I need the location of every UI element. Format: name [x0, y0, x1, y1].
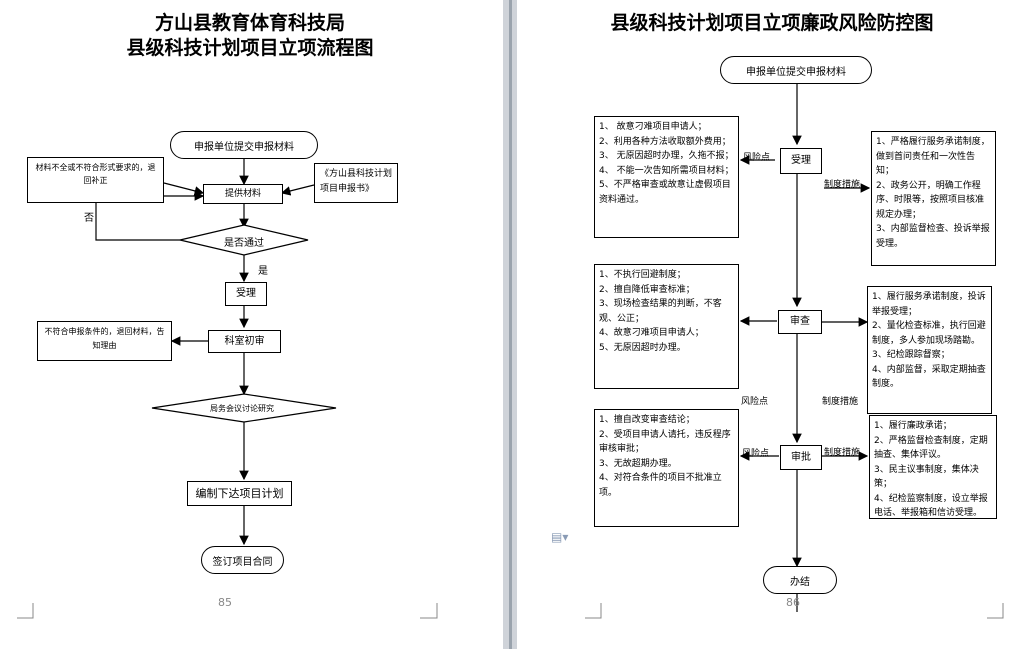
end-oval: 办结	[763, 566, 837, 594]
decision-label: 是否通过	[224, 238, 264, 249]
control-box-accept: 1、严格履行服务承诺制度，做到首问责任和一次性告知； 2、政务公开，明确工作程序…	[871, 131, 996, 266]
page-title: 县级科技计划项目立项廉政风险防控图	[610, 12, 934, 34]
control-label-1: 制度措施	[824, 180, 861, 190]
control-label-2: 制度措施	[822, 397, 859, 407]
control-item: 3、内部监督检查、投诉举报受理。	[876, 224, 990, 249]
meeting-diamond	[151, 393, 337, 423]
control-item: 1、履行服务承诺制度，投诉举报受理；	[872, 292, 986, 317]
risk-label-2: 风险点	[741, 397, 769, 407]
risk-item: 3、无故超期办理。	[599, 458, 677, 469]
risk-connectors	[585, 82, 1004, 619]
control-item: 3、民主议事制度，集体决策；	[874, 464, 979, 490]
compile-box: 编制下达项目计划	[187, 481, 292, 506]
return-note-text: 材料不全或不符合形式要求的，退回补正	[35, 163, 156, 185]
reject-note-text: 不符合申报条件的，退回材料，告知理由	[44, 327, 165, 350]
risk-item: 2、受项目申请人请托，违反程序审核审批；	[599, 429, 731, 455]
page-number: 86	[786, 596, 800, 609]
risk-item: 2、擅自降低审查标准；	[599, 284, 695, 295]
step-approve-box: 审批	[780, 445, 822, 470]
risk-box-review: 1、不执行回避制度； 2、擅自降低审查标准； 3、现场检查结果的判断，不客观、公…	[594, 264, 739, 389]
risk-item: 5、无原因超时办理。	[599, 342, 686, 353]
control-item: 1、严格履行服务承诺制度，做到首问责任和一次性告知；	[876, 137, 990, 176]
no-label: 否	[84, 213, 94, 224]
risk-item: 3、现场检查结果的判断，不客观、公正；	[599, 299, 722, 324]
risk-item: 1、不执行回避制度；	[599, 270, 686, 280]
step-accept-box: 受理	[780, 148, 822, 174]
review-box: 科室初审	[208, 330, 281, 353]
control-item: 2、量化检查标准，执行回避制度，多人参加现场踏勘。	[872, 321, 986, 346]
step-review-box: 审查	[778, 310, 822, 334]
control-item: 4、内部监督，采取定期抽查制度。	[872, 364, 986, 390]
risk-item: 1、擅自改变审查结论；	[599, 415, 695, 425]
doc-ref-box: 《方山县科技计划项目申报书》	[314, 163, 398, 203]
risk-item: 4、故意刁难项目申请人；	[599, 328, 704, 338]
doc-ref-text: 《方山县科技计划项目申报书》	[320, 169, 393, 194]
risk-box-accept: 1、 故意刁难项目申请人； 2、利用各种方法收取额外费用； 3、 无原因超时办理…	[594, 116, 739, 238]
control-item: 2、政务公开，明确工作程序、时限等，按照项目核准规定办理；	[876, 180, 985, 220]
page-title-line2: 县级科技计划项目立项流程图	[126, 37, 374, 59]
page-85: 方山县教育体育科技局 县级科技计划项目立项流程图 申报单位	[0, 0, 503, 649]
yes-label: 是	[258, 266, 268, 277]
page-number: 85	[218, 596, 232, 609]
risk-box-approve: 1、擅自改变审查结论； 2、受项目申请人请托，违反程序审核审批； 3、无故超期办…	[594, 409, 739, 527]
return-note-box: 材料不全或不符合形式要求的，退回补正	[27, 157, 164, 203]
control-box-approve: 1、履行廉政承诺； 2、严格监督检查制度，定期抽查、集体评议。 3、民主议事制度…	[869, 415, 997, 519]
document-icon[interactable]: ▤▾	[551, 530, 569, 544]
sign-oval: 签订项目合同	[201, 546, 284, 574]
control-box-review: 1、履行服务承诺制度，投诉举报受理； 2、量化检查标准，执行回避制度，多人参加现…	[867, 286, 992, 414]
risk-label-3: 风险点	[742, 449, 770, 459]
control-item: 1、履行廉政承诺；	[874, 421, 952, 431]
control-item: 4、纪检监察制度，设立举报电话、举报箱和信访受理。	[874, 493, 988, 519]
start-oval: 申报单位提交申报材料	[720, 56, 872, 84]
risk-label-1: 风险点	[743, 153, 771, 163]
control-item: 2、严格监督检查制度，定期抽查、集体评议。	[874, 435, 988, 461]
control-item: 3、纪检跟踪督察；	[872, 350, 950, 360]
decision-diamond	[179, 224, 309, 256]
risk-item: 4、对符合条件的项目不批准立项。	[599, 473, 722, 498]
materials-box: 提供材料	[203, 184, 283, 204]
page-divider	[509, 0, 512, 649]
risk-item: 5、不严格审查或故意让虚假项目资料通过。	[599, 180, 731, 205]
page-86: 县级科技计划项目立项廉政风险防控图 申报单位提交申报材料	[517, 0, 1012, 649]
reject-note-box: 不符合申报条件的，退回材料，告知理由	[37, 321, 172, 361]
meeting-label: 局务会议讨论研究	[210, 404, 274, 413]
risk-item: 4、 不能一次告知所需项目材料；	[599, 165, 734, 176]
flowchart-connectors	[17, 157, 438, 619]
risk-item: 1、 故意刁难项目申请人；	[599, 122, 707, 132]
risk-item: 3、 无原因超时办理，久拖不报；	[599, 151, 734, 161]
start-oval: 申报单位提交申报材料	[170, 131, 318, 159]
control-label-3: 制度措施	[824, 448, 861, 458]
risk-item: 2、利用各种方法收取额外费用；	[599, 136, 731, 147]
page-title-line1: 方山县教育体育科技局	[154, 12, 345, 34]
accept-box: 受理	[225, 282, 267, 306]
